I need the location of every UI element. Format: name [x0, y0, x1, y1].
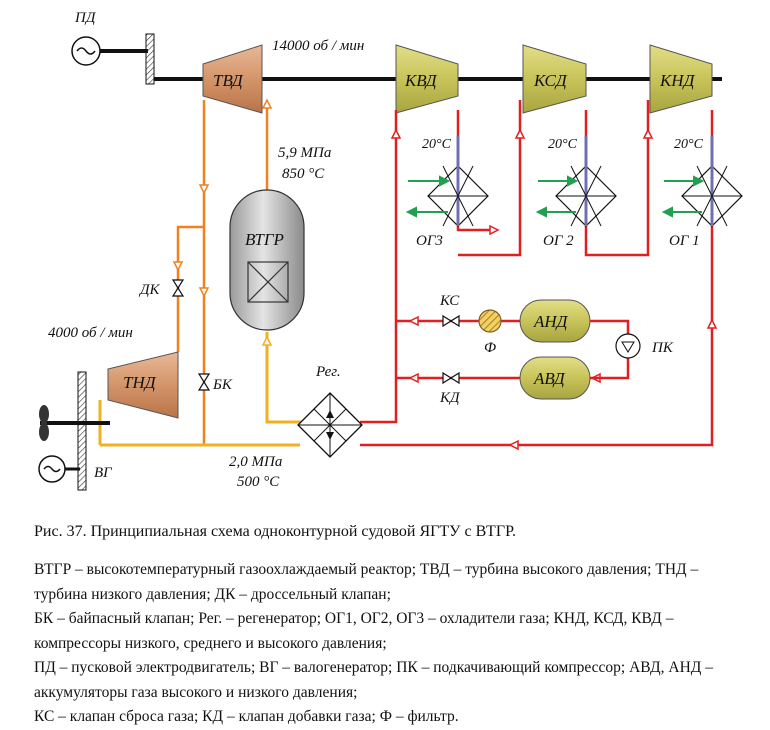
schematic-diagram: ПД 14000 об / мин ТВД КВД КСД КНД 5,9 МП…	[38, 10, 743, 491]
regen-pressure-label: 2,0 МПа	[229, 454, 282, 470]
pd-motor-icon	[71, 36, 101, 66]
legend-line: КС – клапан сброса газа; КД – клапан доб…	[34, 708, 459, 725]
legend-line: БК – байпасный клапан; Рег. – регенерато…	[34, 610, 674, 652]
reg-label: Рег.	[315, 364, 341, 380]
og2-temp-label: 20°С	[548, 137, 578, 152]
legend-line: ВТГР – высокотемпературный газоохлаждаем…	[34, 561, 699, 603]
speed-lp-label: 4000 об / мин	[48, 325, 133, 341]
reactor-vessel-icon	[229, 189, 305, 331]
filter-label: Ф	[484, 340, 496, 356]
ksd-label: КСД	[533, 71, 568, 90]
regen-temp-label: 500 °С	[237, 474, 280, 490]
knd-label: КНД	[659, 71, 696, 90]
filter-icon	[478, 309, 502, 333]
dk-label: ДК	[138, 282, 161, 298]
kvd-label: КВД	[404, 71, 438, 90]
pk-pump-icon	[615, 333, 641, 359]
cold-gas-lines	[360, 100, 714, 447]
propeller-icon	[39, 405, 49, 441]
reactor-temp-label: 850 °С	[282, 166, 325, 182]
og1-label: ОГ 1	[669, 233, 700, 249]
legend-line: ПД – пусковой электродвигатель; ВГ – вал…	[34, 659, 713, 701]
ks-label: КС	[439, 293, 460, 309]
cooling-water-arrows	[405, 175, 705, 218]
tnd-wall-hatch	[77, 371, 87, 491]
kd-valve-icon	[442, 371, 460, 385]
reactor-pressure-label: 5,9 МПа	[278, 145, 331, 161]
vtgr-label: ВТГР	[245, 230, 284, 249]
and-label: АНД	[533, 312, 569, 331]
pd-label: ПД	[74, 10, 97, 26]
legend: ВТГР – высокотемпературный газоохлаждаем…	[34, 558, 754, 730]
accumulator-avd: АВД	[519, 356, 591, 400]
regenerator-heat-exchanger-icon	[297, 392, 363, 458]
speed-hp-label: 14000 об / мин	[272, 38, 364, 54]
vg-generator-icon	[38, 455, 80, 483]
cold-arrow-marks	[390, 128, 718, 451]
turbine-tnd: ТНД	[107, 351, 179, 419]
pd-wall-hatch	[145, 33, 155, 85]
yellow-arrow-mark	[261, 335, 273, 346]
turbine-tvd: ТВД	[202, 44, 263, 114]
bk-label: БК	[212, 377, 233, 393]
og3-label: ОГ3	[416, 233, 443, 249]
bk-valve-icon	[197, 373, 211, 391]
tnd-label: ТНД	[123, 373, 157, 392]
tvd-label: ТВД	[213, 71, 244, 90]
compressor-knd: КНД	[649, 44, 713, 114]
kd-label: КД	[439, 390, 461, 406]
compressor-kvd: КВД	[395, 44, 459, 114]
vg-label: ВГ	[94, 465, 113, 481]
pk-line	[590, 319, 630, 380]
accumulator-and: АНД	[519, 299, 591, 343]
og1-temp-label: 20°С	[674, 137, 704, 152]
og3-temp-label: 20°С	[422, 137, 452, 152]
dk-valve-icon	[171, 279, 185, 297]
ks-valve-icon	[442, 314, 460, 328]
hot-arrow-marks	[172, 98, 273, 298]
og2-label: ОГ 2	[543, 233, 574, 249]
pk-label: ПК	[651, 340, 674, 356]
compressor-ksd: КСД	[522, 44, 587, 114]
figure-caption: Рис. 37. Принципиальная схема одноконтур…	[34, 523, 516, 540]
avd-label: АВД	[533, 369, 566, 388]
